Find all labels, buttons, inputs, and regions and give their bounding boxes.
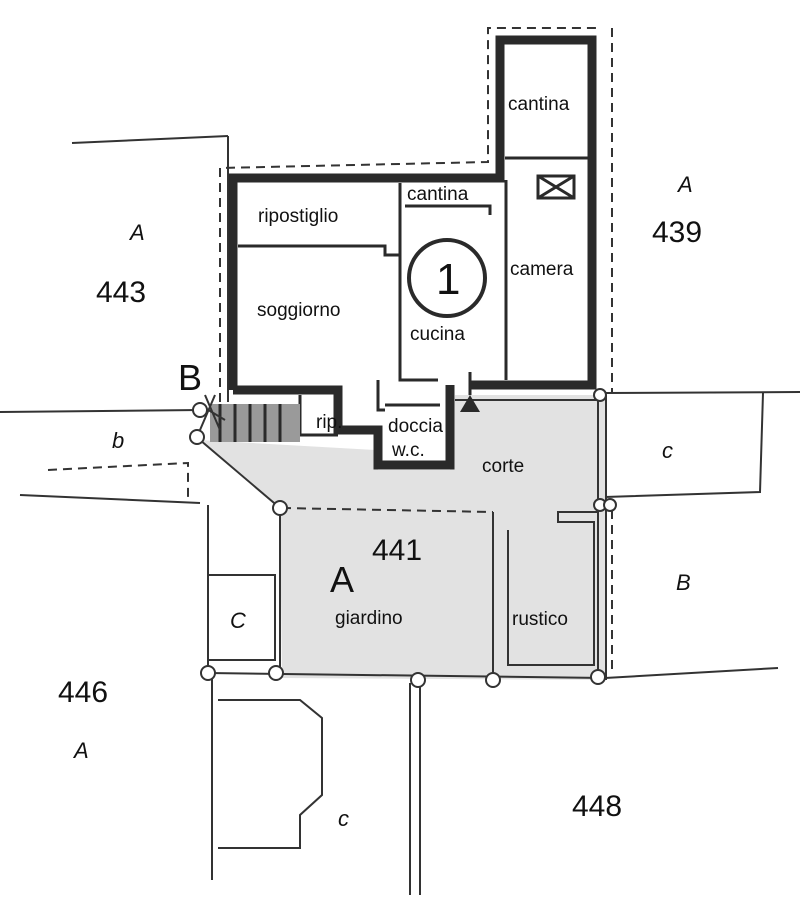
node bbox=[272, 500, 288, 516]
boundary-b-bottom bbox=[19, 494, 201, 504]
parcel-number-448: 448 bbox=[572, 790, 622, 823]
room-label-cucina: cucina bbox=[410, 324, 465, 345]
room-label-rip: rip. bbox=[316, 412, 342, 433]
sub-label-c-left: C bbox=[230, 608, 246, 633]
boundary-ground-right bbox=[604, 391, 800, 394]
sub-label-b-small: b bbox=[112, 428, 124, 453]
boundary-443-top bbox=[71, 135, 229, 144]
sub-label-a-443: A bbox=[128, 220, 145, 245]
inner-wall-cucina-bottom bbox=[376, 380, 385, 412]
sub-label-c-right: c bbox=[662, 438, 673, 463]
unit-number-circle bbox=[407, 238, 487, 318]
room-label-wc: w.c. bbox=[391, 440, 425, 461]
dashed-garden-top bbox=[281, 507, 494, 513]
entrance-triangle-icon bbox=[460, 395, 480, 412]
outer-wall-main bbox=[228, 35, 597, 390]
sub-label-a-446: A bbox=[72, 738, 89, 763]
vent-cross-box bbox=[536, 174, 576, 200]
boundary-c-right-box bbox=[604, 392, 764, 498]
room-label-corte: corte bbox=[482, 456, 524, 477]
node bbox=[189, 429, 205, 445]
node bbox=[200, 665, 216, 681]
sub-label-a-441: A bbox=[330, 559, 354, 600]
parcel-number-446: 446 bbox=[58, 676, 108, 709]
inner-wall-cantina-mid bbox=[398, 183, 438, 382]
shaded-courtyard-garden-area bbox=[200, 395, 605, 680]
parcel-number-441: 441 bbox=[372, 534, 422, 567]
boundary-diagonal-courtyard bbox=[199, 439, 281, 509]
boundary-c-left-box bbox=[208, 574, 276, 661]
node bbox=[192, 402, 208, 418]
node bbox=[268, 665, 284, 681]
inner-wall-cantina-mid-bottom bbox=[405, 204, 492, 215]
dashed-b-zone bbox=[47, 461, 189, 500]
sub-label-b-right: B bbox=[676, 570, 691, 595]
room-label-doccia: doccia bbox=[388, 416, 443, 437]
node bbox=[593, 388, 607, 402]
inner-wall-ripostiglio bbox=[238, 244, 400, 257]
outer-wall-lower bbox=[233, 385, 455, 470]
boundary-c-bottom-building bbox=[218, 699, 323, 849]
entrance-stairs-hatch bbox=[210, 404, 300, 442]
dashed-boundaries bbox=[47, 27, 613, 672]
room-label-ripostiglio: ripostiglio bbox=[258, 206, 338, 227]
node bbox=[603, 498, 617, 512]
dashed-top-outline bbox=[219, 27, 600, 402]
node bbox=[485, 672, 501, 688]
sub-label-a-439: A bbox=[676, 172, 693, 197]
boundary-rustico bbox=[507, 511, 598, 666]
building-walls bbox=[228, 35, 597, 470]
parcel-number-443: 443 bbox=[96, 276, 146, 309]
boundary-ground-left bbox=[0, 409, 201, 413]
room-label-soggiorno: soggiorno bbox=[257, 300, 340, 321]
boundary-bottom-right bbox=[604, 667, 779, 679]
parcel-number-439: 439 bbox=[652, 216, 702, 249]
boundary-nodes bbox=[189, 388, 617, 688]
unit-number-label: 1 bbox=[436, 255, 460, 304]
room-label-cantina-mid: cantina bbox=[407, 184, 469, 205]
sub-label-b-main: B bbox=[178, 357, 202, 398]
node bbox=[410, 672, 426, 688]
node bbox=[590, 669, 606, 685]
room-label-rustico: rustico bbox=[512, 609, 568, 630]
parcel-boundaries bbox=[0, 135, 800, 895]
room-label-giardino: giardino bbox=[335, 608, 403, 629]
room-label-camera: camera bbox=[510, 259, 574, 280]
sub-label-c-bottom: c bbox=[338, 806, 349, 831]
room-label-cantina-top: cantina bbox=[508, 94, 570, 115]
